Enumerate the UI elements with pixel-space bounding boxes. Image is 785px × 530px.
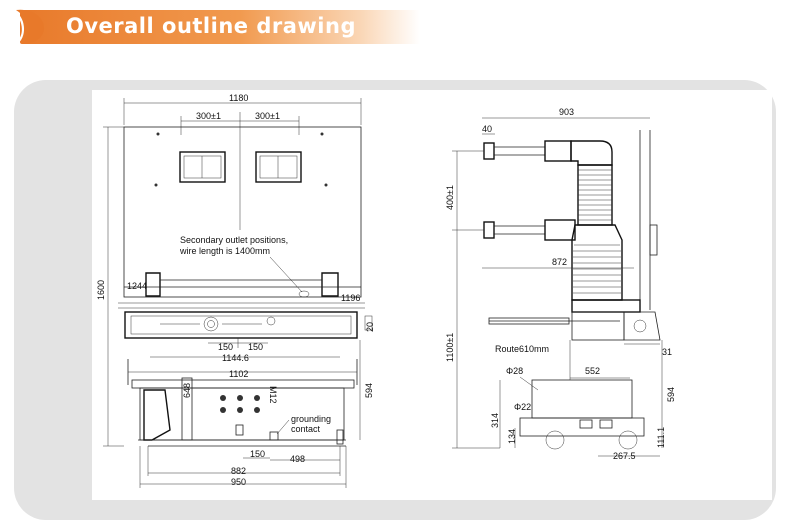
dim-40: 40 [482,124,492,134]
dim-1180: 1180 [229,93,248,103]
dim-314: 314 [490,413,500,428]
dim-552: 552 [585,366,600,376]
dim-594-front: 594 [364,383,374,398]
dim-648: 648 [182,383,192,398]
dim-872: 872 [552,257,567,267]
dim-1102: 1102 [229,369,248,379]
dim-300-left: 300±1 [196,111,221,121]
dim-1600: 1600 [96,280,106,300]
swoosh-badge-icon [13,9,44,45]
dim-594-side: 594 [666,387,676,402]
dim-1144: 1144.6 [222,353,249,363]
dim-20: 20 [365,322,375,332]
dim-150-left: 150 [218,342,233,352]
dim-m12: M12 [268,386,278,404]
callout-wire-length: wire length is 1400mm [179,246,270,256]
dim-1100: 1100±1 [445,333,455,362]
page-title: Overall outline drawing [66,14,356,38]
dim-400: 400±1 [445,185,455,210]
dim-150-right: 150 [248,342,263,352]
header-bar [20,10,420,44]
dim-903: 903 [559,107,574,117]
section-header: Overall outline drawing [10,6,430,46]
dim-150-bottom: 150 [250,449,265,459]
callout-grounding: grounding [291,414,331,424]
dim-134: 134 [507,429,517,444]
dim-111: 111.1 [656,427,666,448]
insulator-column [571,164,623,301]
dim-1196: 1196 [341,293,360,303]
dim-950: 950 [231,477,246,487]
front-view: 1180 300±1 300±1 Secondary outlet positi… [96,93,375,488]
dim-267: 267.5 [613,451,636,461]
dim-300-right: 300±1 [255,111,280,121]
outline-drawing: 1180 300±1 300±1 Secondary outlet positi… [92,90,772,500]
dim-31: 31 [662,347,672,357]
dim-1244: 1244 [127,281,147,291]
callout-secondary-outlet: Secondary outlet positions, [180,235,288,245]
route-label: Route610mm [495,344,549,354]
dim-498: 498 [290,454,305,464]
dim-phi28: Φ28 [506,366,523,376]
side-view: 903 40 [445,107,676,461]
callout-contact: contact [291,424,321,434]
dim-phi22: Φ22 [514,402,531,412]
dim-882: 882 [231,466,246,476]
